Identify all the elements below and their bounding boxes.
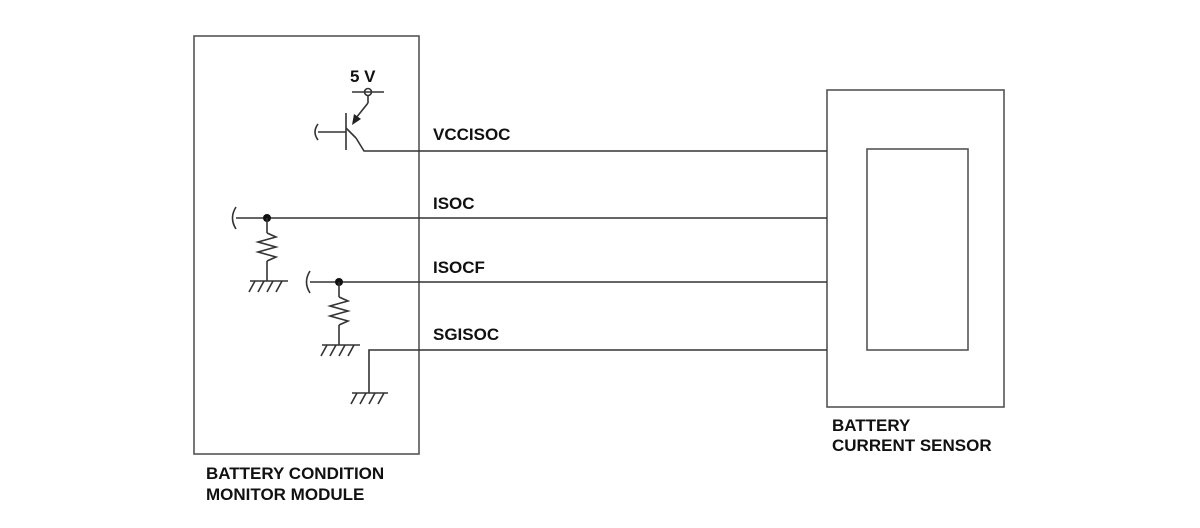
wire-label-isocf: ISOCF xyxy=(433,258,485,277)
module-box xyxy=(193,35,420,455)
wire-label-isoc: ISOC xyxy=(433,194,475,213)
wire-vccisoc xyxy=(355,137,827,152)
wire-sgisoc xyxy=(368,349,827,393)
isoc-resistor-icon xyxy=(231,206,279,281)
sensor-label-line2: CURRENT SENSOR xyxy=(832,436,992,455)
wire-label-sgisoc: SGISOC xyxy=(433,325,499,344)
module-label-line2: MONITOR MODULE xyxy=(206,485,364,504)
ground-icon xyxy=(320,344,360,357)
ground-icon xyxy=(350,392,388,405)
ground-icon xyxy=(248,280,288,293)
sensor-inner-box xyxy=(866,148,969,351)
module-label-line1: BATTERY CONDITION xyxy=(206,464,384,483)
sensor-label-line1: BATTERY xyxy=(832,416,911,435)
isocf-resistor-icon xyxy=(305,270,351,345)
transistor-icon xyxy=(314,87,384,150)
wire-label-vccisoc: VCCISOC xyxy=(433,125,510,144)
supply-label: 5 V xyxy=(350,67,376,86)
